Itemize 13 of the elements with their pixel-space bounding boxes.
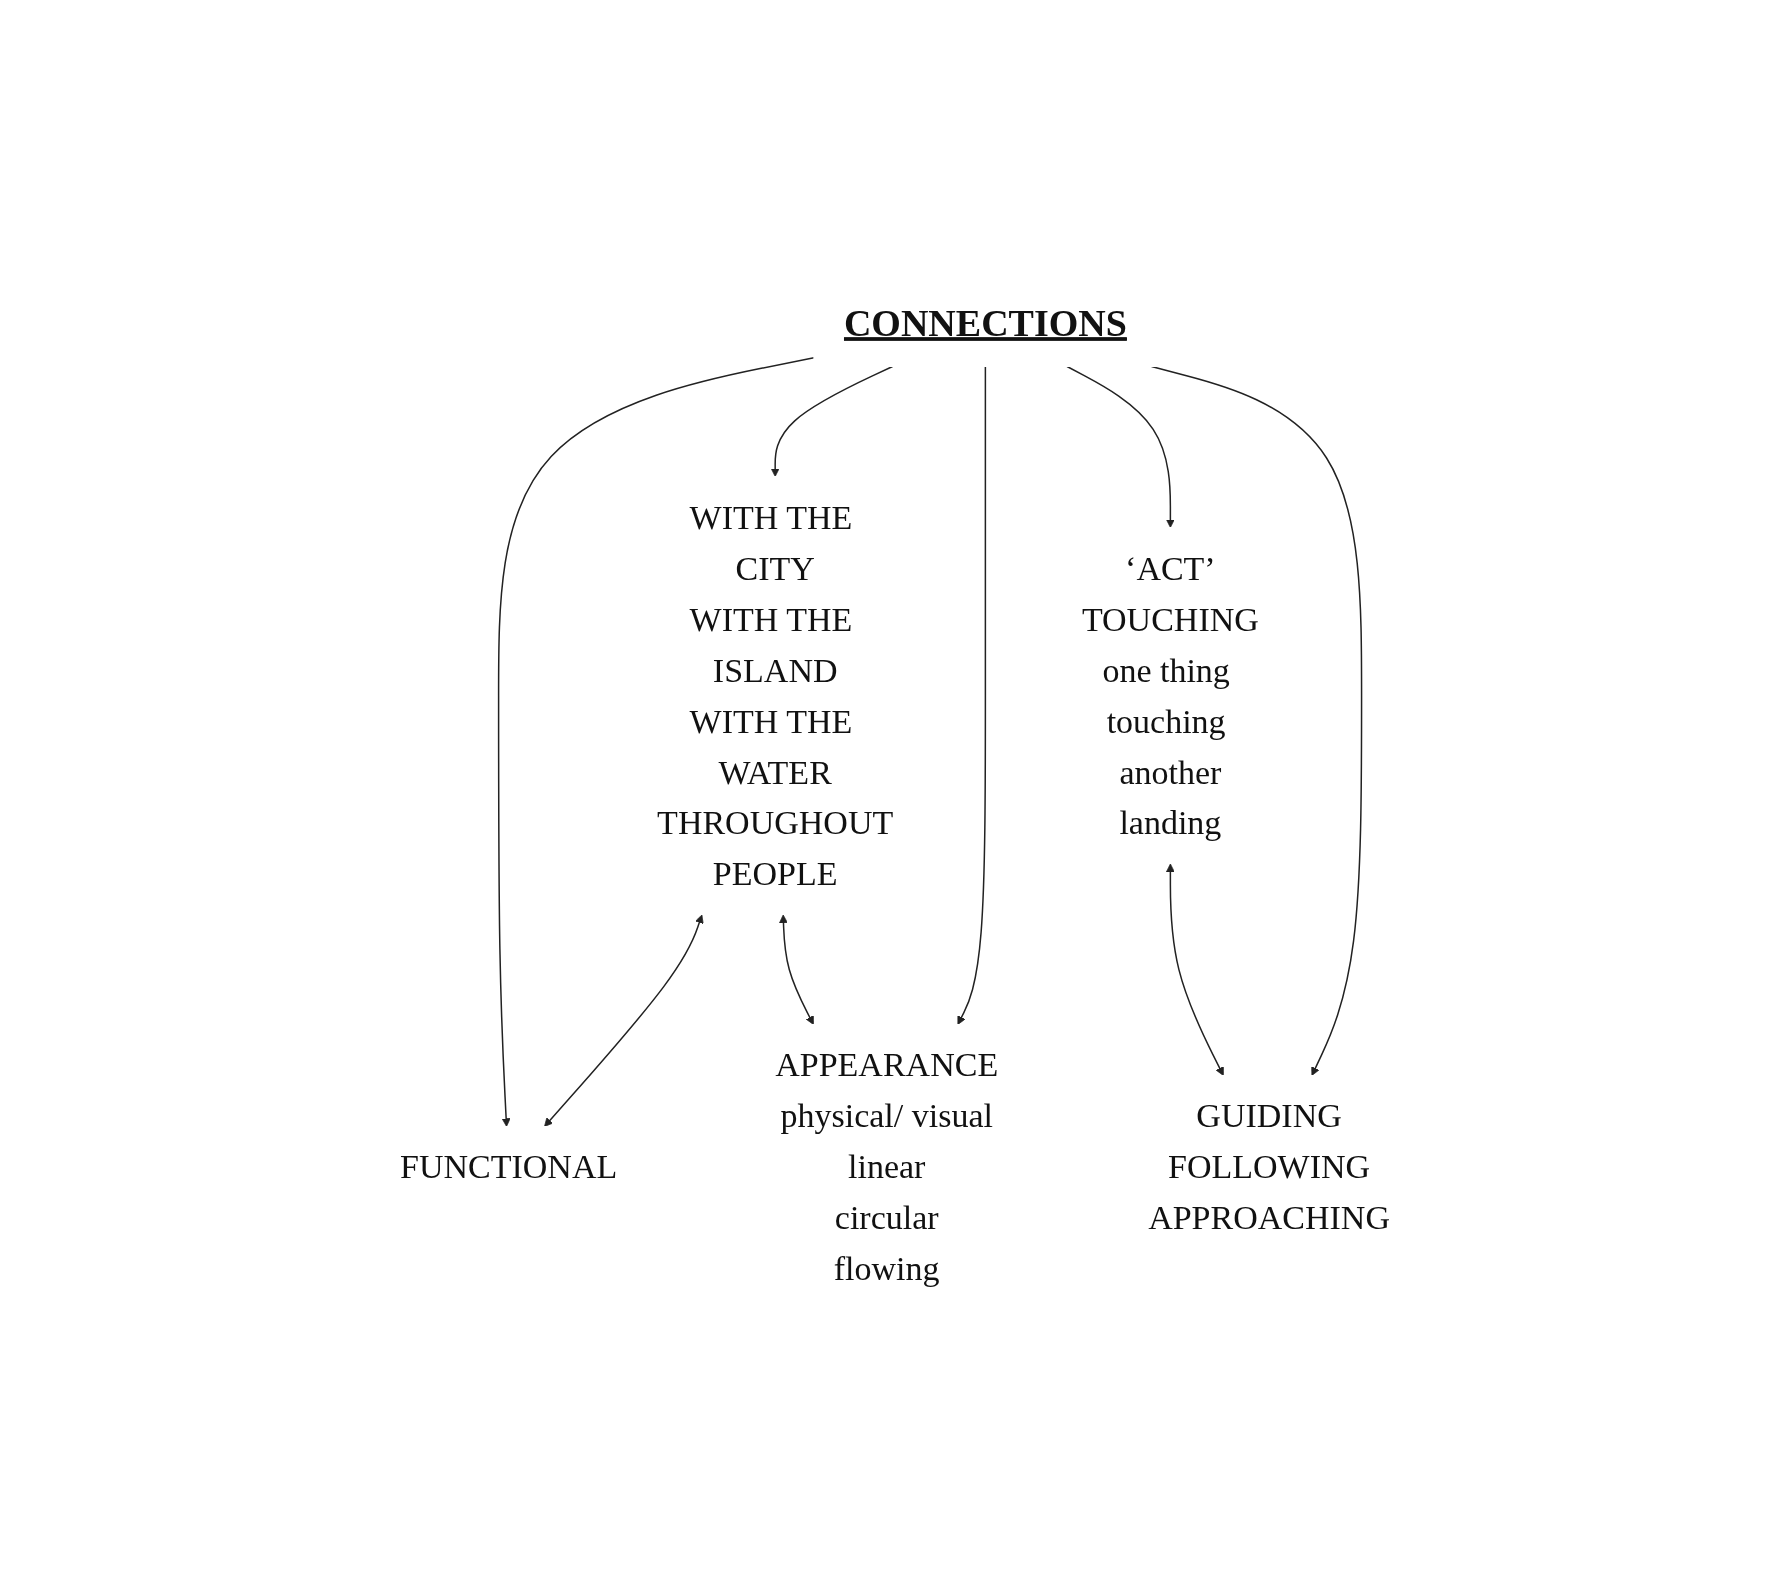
arrow [497, 356, 815, 1127]
arrow [1166, 863, 1224, 1076]
node-text: ‘ACT’ TOUCHING one thing touching another landing [1081, 549, 1259, 842]
node-text: FUNCTIONAL [400, 1148, 618, 1186]
node-text: CONNECTIONS [843, 301, 1127, 344]
node-text: GUIDING FOLLOWING APPROACHING [1148, 1097, 1390, 1237]
arrow [544, 914, 704, 1127]
arrow [770, 365, 894, 477]
arrow [957, 365, 987, 1025]
node-text: APPEARANCE physical/ visual linear circular flowing [775, 1046, 999, 1288]
node-text: WITH THE CITY WITH THE ISLAND WITH THE WATER THROUGHOUT PEOPLE [657, 498, 894, 893]
arrow [1066, 365, 1175, 528]
arrow [779, 914, 814, 1025]
